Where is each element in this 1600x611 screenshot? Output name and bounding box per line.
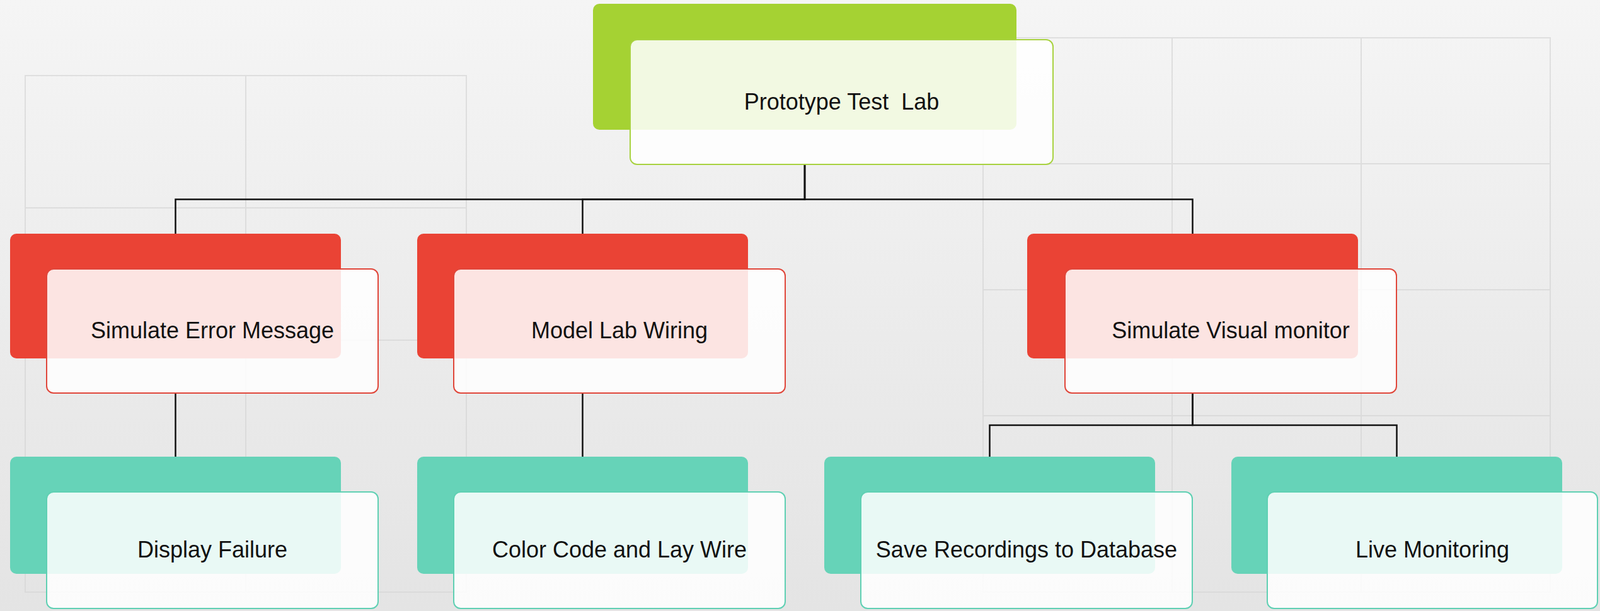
process-box: Simulate Visual monitor [1027, 233, 1398, 394]
tree-connector [174, 393, 177, 457]
tree-connector [175, 165, 806, 234]
process-box: Live Monitoring [1231, 456, 1599, 610]
box-label: Save Recordings to Database [875, 537, 1178, 563]
process-box: Simulate Error Message [10, 233, 379, 394]
box-face: Model Lab Wiring [453, 268, 786, 394]
box-label: Model Lab Wiring [531, 318, 708, 344]
tree-connector [989, 393, 1193, 457]
process-box: Display Failure [10, 456, 379, 610]
box-label: Live Monitoring [1355, 537, 1510, 563]
box-label: Simulate Visual monitor [1111, 318, 1350, 344]
tree-connector [804, 165, 1193, 234]
box-face: Save Recordings to Database [860, 491, 1193, 610]
process-box: Color Code and Lay Wire [417, 456, 786, 610]
process-box: Model Lab Wiring [417, 233, 786, 394]
process-box: Save Recordings to Database [824, 456, 1193, 610]
tree-connector [582, 165, 806, 234]
box-face: Live Monitoring [1266, 491, 1599, 610]
box-label: Simulate Error Message [90, 318, 334, 344]
box-label: Prototype Test Lab [744, 89, 940, 115]
box-label: Display Failure [137, 537, 288, 563]
process-box: Prototype Test Lab [592, 3, 1054, 166]
box-face: Prototype Test Lab [629, 39, 1054, 166]
box-face: Simulate Visual monitor [1064, 268, 1398, 394]
tree-connector [581, 393, 584, 457]
box-face: Color Code and Lay Wire [453, 491, 786, 610]
box-face: Display Failure [46, 491, 379, 610]
box-label: Color Code and Lay Wire [492, 537, 747, 563]
box-face: Simulate Error Message [46, 268, 379, 394]
tree-connector [1192, 393, 1398, 457]
